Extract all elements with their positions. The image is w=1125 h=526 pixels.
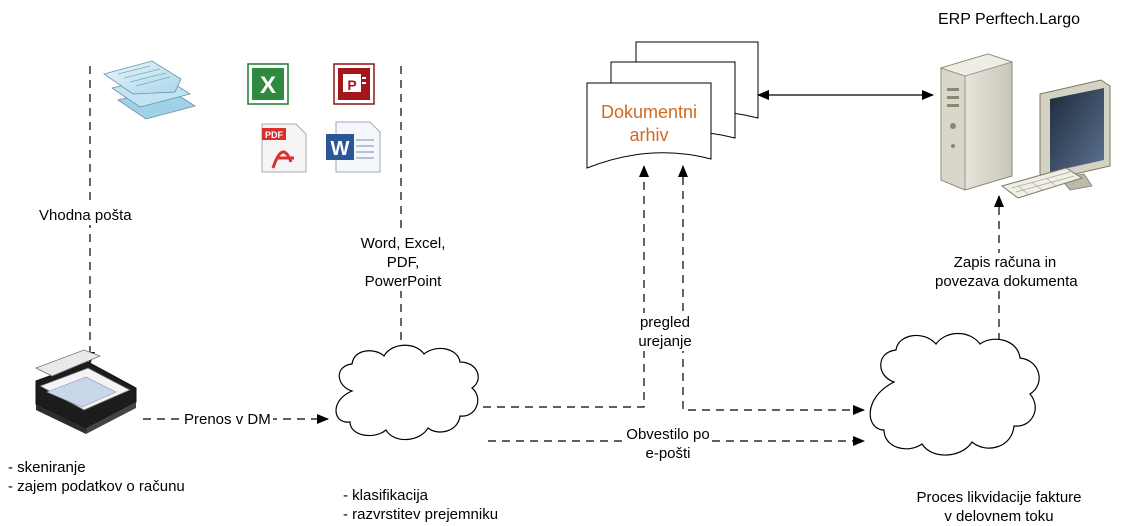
- documents-icon: [103, 60, 196, 120]
- incoming-mail-label: Vhodna pošta: [37, 206, 134, 225]
- erp-computer-icon: [939, 53, 1111, 199]
- invoice-process-label: Proces likvidacije fakture v delovnem to…: [884, 488, 1114, 526]
- scan-note-2: - zajem podatkov o računu: [8, 478, 185, 495]
- archive-store-arrow: [483, 165, 649, 408]
- archive-label-line-2: arhiv: [629, 125, 669, 145]
- office-formats-label: Word, Excel, PDF, PowerPoint: [342, 234, 464, 291]
- office-formats-line-2: PDF,: [386, 254, 420, 271]
- svg-text:P: P: [347, 77, 356, 93]
- process-line-1: Proces likvidacije fakture: [916, 489, 1082, 506]
- review-line-2: urejanje: [638, 333, 692, 350]
- scan-notes: - skeniranje - zajem podatkov o računu: [8, 458, 185, 496]
- classification-cloud: [335, 344, 479, 441]
- powerpoint-icon: P: [333, 63, 375, 105]
- excel-icon: X: [247, 63, 289, 105]
- notify-line-2: e-pošti: [598, 444, 738, 463]
- review-line-1: pregled: [639, 314, 691, 331]
- erp-record-line-2: povezava dokumenta: [935, 273, 1078, 290]
- document-archive-label: Dokumentni arhiv: [590, 101, 708, 147]
- office-formats-line-1: Word, Excel,: [360, 235, 446, 252]
- svg-text:W: W: [331, 138, 350, 160]
- archive-label-line-1: Dokumentni: [600, 102, 698, 122]
- transfer-label: Prenos v DM: [182, 410, 273, 429]
- word-icon: W: [326, 121, 381, 173]
- classification-note-1: - klasifikacija: [343, 487, 429, 504]
- classification-note-2: - razvrstitev prejemniku: [343, 506, 499, 523]
- pdf-icon: PDF: [261, 123, 307, 173]
- notify-line-1: Obvestilo po: [624, 425, 712, 444]
- svg-text:X: X: [260, 72, 276, 99]
- classification-notes: - klasifikacija - razvrstitev prejemniku: [343, 486, 498, 524]
- svg-text:PDF: PDF: [265, 130, 284, 140]
- erp-record-line-1: Zapis računa in: [953, 254, 1057, 271]
- scan-note-1: - skeniranje: [8, 459, 86, 476]
- erp-record-label: Zapis računa in povezava dokumenta: [933, 253, 1078, 291]
- review-label: pregled urejanje: [623, 313, 707, 351]
- office-formats-line-3: PowerPoint: [364, 273, 442, 290]
- document-archive-shape: [586, 41, 759, 169]
- notify-label: Obvestilo po e-pošti: [598, 425, 738, 463]
- erp-system-title: ERP Perftech.Largo: [938, 11, 1081, 28]
- archive-review-arrow: [678, 165, 865, 415]
- process-line-2: v delovnem toku: [944, 508, 1054, 525]
- workflow-cloud: [869, 332, 1040, 456]
- scanner-icon: [35, 349, 137, 434]
